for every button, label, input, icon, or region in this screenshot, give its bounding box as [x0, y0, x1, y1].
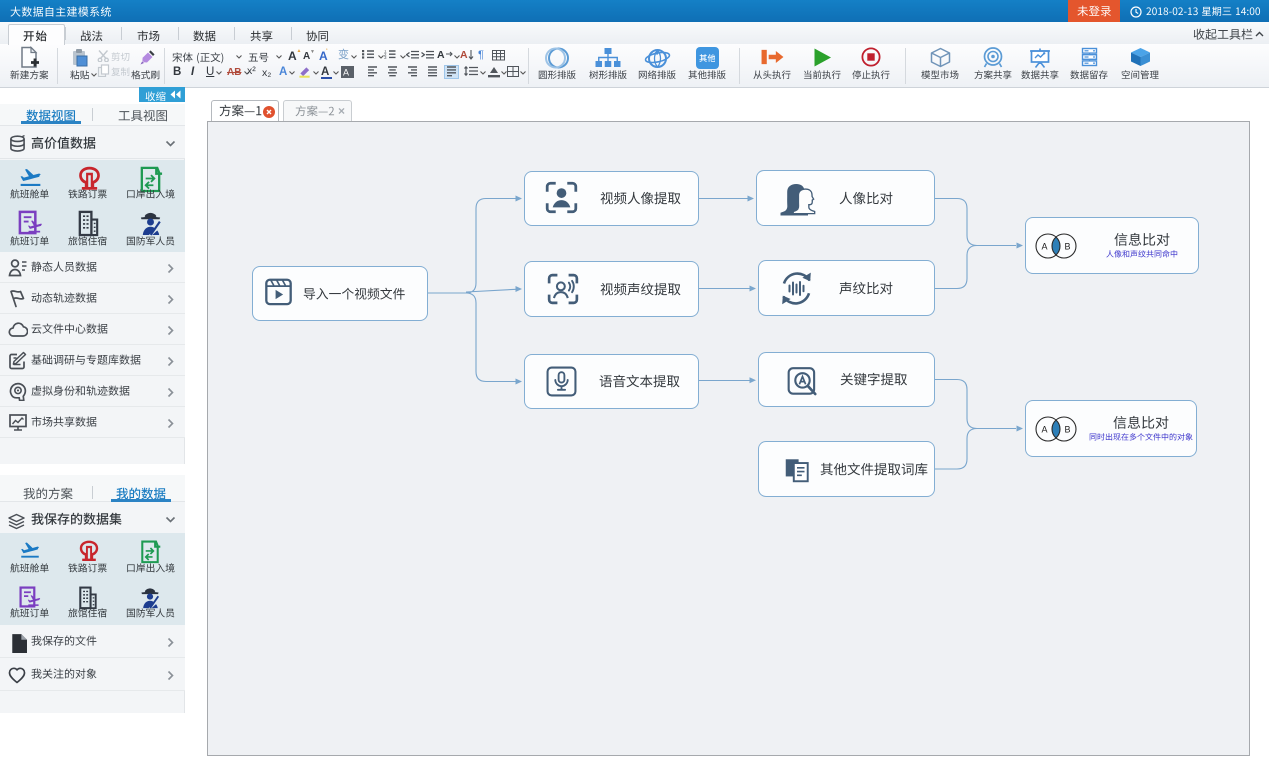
svg-text:A: A	[343, 67, 349, 77]
svg-text:B: B	[1065, 424, 1071, 434]
svg-text:B: B	[1065, 241, 1071, 251]
svg-text:A: A	[1042, 424, 1048, 434]
svg-text:1: 1	[384, 50, 387, 54]
svg-text:2: 2	[384, 52, 387, 57]
svg-text:A: A	[1042, 241, 1048, 251]
svg-text:3: 3	[384, 55, 387, 60]
